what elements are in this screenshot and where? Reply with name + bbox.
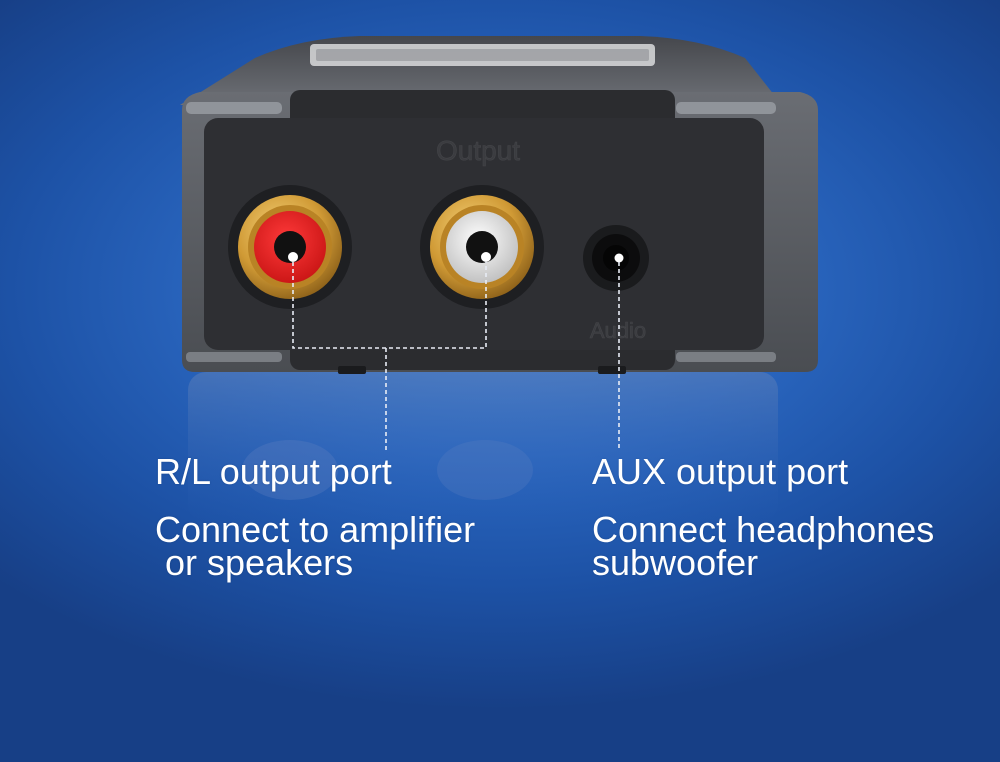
- rca-jack-red: [228, 185, 352, 309]
- rca-jack-white: [420, 185, 544, 309]
- aux-port-title: AUX output port: [592, 451, 849, 492]
- aux-jack: [583, 225, 649, 291]
- device-reflection: [188, 372, 778, 522]
- aux-port-desc-line2: subwoofer: [592, 542, 759, 583]
- panel-audio-label: Audio: [590, 318, 646, 343]
- aux-port-desc-line1: Connect headphones: [592, 509, 935, 550]
- rl-port-desc-line1: Connect to amplifier: [155, 509, 476, 550]
- rl-port-desc-line2: or speakers: [165, 542, 354, 583]
- rl-port-title: R/L output port: [155, 451, 392, 492]
- panel-output-label: Output: [436, 135, 520, 166]
- callout-lines: [292, 262, 620, 452]
